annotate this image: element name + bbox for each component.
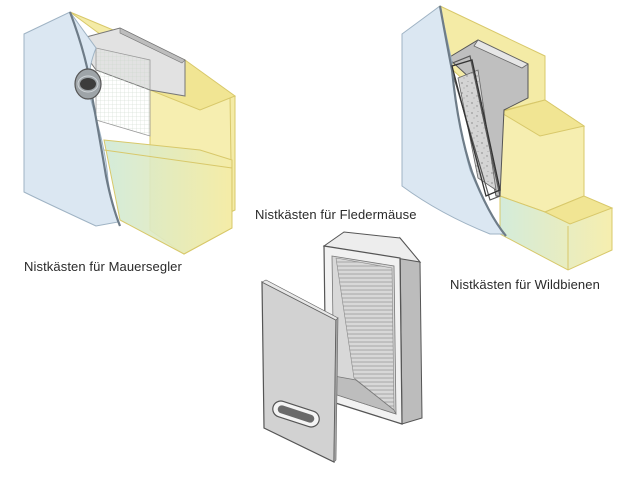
- bee-box-filling: [457, 69, 497, 191]
- swift-entry-hole: [74, 68, 102, 100]
- swift-box-caption: Nistkästen für Mauersegler: [24, 259, 182, 274]
- bat-box-caption: Nistkästen für Fledermäuse: [255, 207, 417, 222]
- swift-box-front: [95, 47, 151, 137]
- bat-box-entry-slot: [272, 400, 320, 428]
- plaster-cut-edge: [68, 11, 122, 227]
- insulation-front: [103, 139, 233, 255]
- bat-box-side: [399, 236, 423, 425]
- swift-box-wall-illustration: [23, 11, 237, 255]
- bat-box-illustration: [261, 231, 423, 463]
- bee-box-wall-illustration: [401, 5, 614, 271]
- bee-box-caption: Nistkästen für Wildbienen: [450, 277, 600, 292]
- plaster-cut-edge-right: [438, 5, 507, 237]
